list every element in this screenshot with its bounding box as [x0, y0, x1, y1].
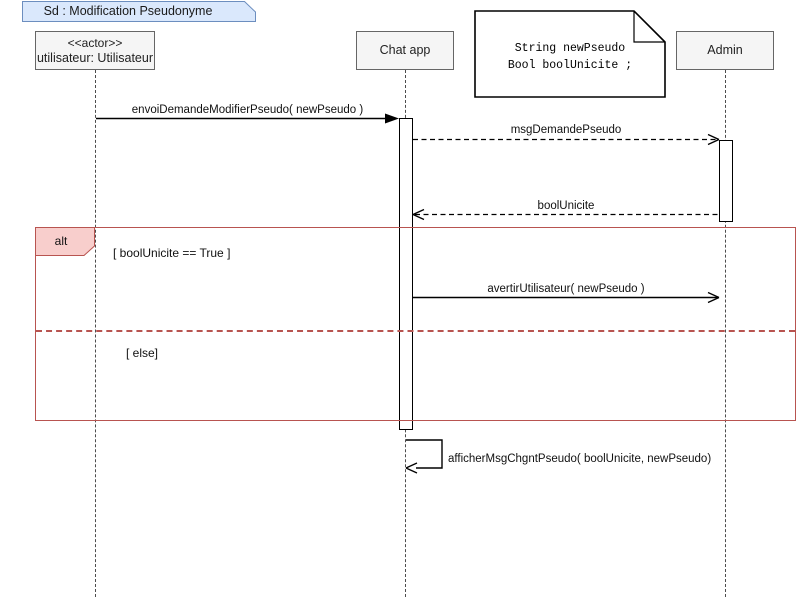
activation-bar-admin: [719, 140, 733, 222]
note-text: String newPseudo Bool boolUnicite ;: [474, 40, 666, 74]
activation-bar-chatapp: [399, 118, 413, 430]
lifeline-head-admin[interactable]: Admin: [676, 31, 774, 70]
diagram-title: Sd : Modification Pseudonyme: [43, 4, 213, 18]
lifeline-name-utilisateur: utilisateur: Utilisateur: [36, 50, 153, 65]
lifeline-utilisateur: [95, 70, 96, 597]
lifeline-head-chatapp[interactable]: Chat app: [356, 31, 454, 70]
message-arrow-boolunicite: [412, 208, 720, 222]
alt-operator-label: alt: [54, 234, 68, 248]
note-line-2: Bool boolUnicite ;: [507, 59, 633, 72]
message-arrow-envoidemandemodifierpseudo: [96, 112, 400, 126]
message-label-envoidemandemodifierpseudo: envoiDemandeModifierPseudo( newPseudo ): [131, 104, 364, 116]
lifeline-admin: [725, 70, 726, 597]
alt-guard-1: [ boolUnicite == True ]: [113, 246, 231, 260]
lifeline-name-chatapp: Chat app: [379, 43, 431, 57]
message-arrow-avertirutilisateur: [413, 291, 720, 305]
note-line-1: String newPseudo: [514, 42, 626, 55]
lifeline-name-admin: Admin: [707, 43, 743, 57]
alt-guard-2: [ else]: [126, 346, 159, 360]
message-label-avertirutilisateur: avertirUtilisateur( newPseudo ): [487, 283, 645, 295]
message-arrow-affichermsgchgntpseudo: [404, 437, 448, 474]
lifeline-head-utilisateur[interactable]: <<actor>> utilisateur: Utilisateur: [35, 31, 155, 70]
diagram-frame-tab: Sd : Modification Pseudonyme: [22, 1, 256, 22]
alt-fragment-frame: [35, 227, 796, 421]
lifeline-stereotype-utilisateur: <<actor>>: [67, 35, 123, 50]
message-arrow-msgdemandepseudo: [413, 133, 720, 147]
alt-fragment-tag: alt: [35, 227, 95, 256]
message-label-msgdemandepseudo: msgDemandePseudo: [510, 124, 622, 136]
alt-operand-divider: [36, 330, 795, 332]
message-label-boolunicite: boolUnicite: [537, 200, 595, 212]
message-label-affichermsgchgntpseudo: afficherMsgChgntPseudo( boolUnicite, new…: [448, 453, 712, 465]
note-declarations: String newPseudo Bool boolUnicite ;: [474, 10, 666, 98]
